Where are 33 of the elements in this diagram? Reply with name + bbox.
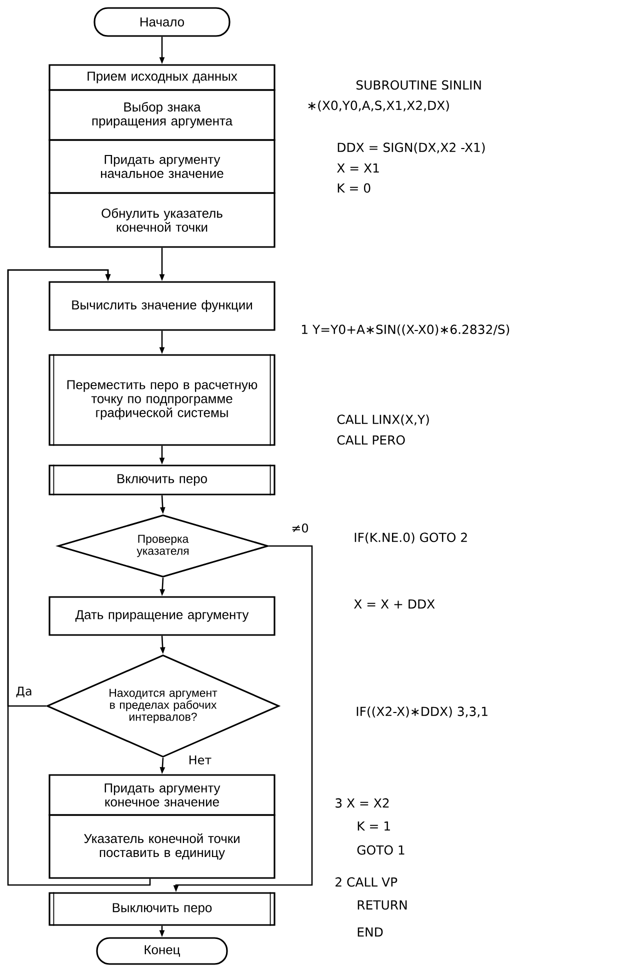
process-box: Дать приращение аргументу [48, 596, 276, 636]
code-line: RETURN [358, 900, 407, 910]
code-line: X = X1 [337, 163, 379, 173]
code-line: 2 CALL VP [336, 877, 398, 887]
code-line: K = 1 [358, 821, 390, 831]
code-line: IF(K.NE.0) GOTO 2 [354, 532, 467, 544]
code-line: 3 X = X2 [336, 798, 389, 808]
code-line: DDX = SIGN(DX,X2 -X1) [338, 142, 485, 154]
code-line: CALL LINX(X,Y) [337, 414, 429, 426]
predefined-process-box: Включить перо [48, 464, 276, 496]
code-line: GOTO 1 [357, 845, 404, 855]
terminator: Конец [96, 937, 228, 965]
predefined-process-box: Выключить перо [48, 892, 276, 926]
process-box: Вычислить значение функции [48, 281, 276, 331]
code-line: IF((X2-X)∗DDX) 3,3,1 [356, 706, 488, 718]
process-box: Указатель конечной точки поставить в единицу [48, 814, 276, 879]
code-line: END [358, 927, 383, 937]
code-line: SUBROUTINE SINLIN [356, 80, 481, 90]
code-line: CALL PERO [337, 435, 405, 445]
predefined-process-box: Переместить перо в расчетную точку по подпрограмме графической системы [48, 354, 276, 446]
process-box: Придать аргументу начальное значение [48, 139, 276, 194]
code-line: X = X + DDX [354, 599, 435, 609]
code-line: K = 0 [338, 183, 370, 193]
process-box: Выбор знака приращения аргумента [48, 89, 276, 141]
arrow [7, 269, 151, 886]
edge-label: Да [14, 686, 34, 698]
code-line: ∗(X0,Y0,A,S,X1,X2,DX) [308, 100, 449, 112]
edge-label: ≠0 [290, 522, 310, 534]
terminator: Начало [94, 7, 230, 37]
process-box: Придать аргументу конечное значение [48, 774, 276, 816]
process-box: Обнулить указатель конечной точки [48, 192, 276, 248]
process-box: Прием исходных данных [48, 64, 276, 91]
code-line: 1 Y=Y0+A∗SIN((X-X0)∗6.2832/S) [302, 324, 510, 336]
